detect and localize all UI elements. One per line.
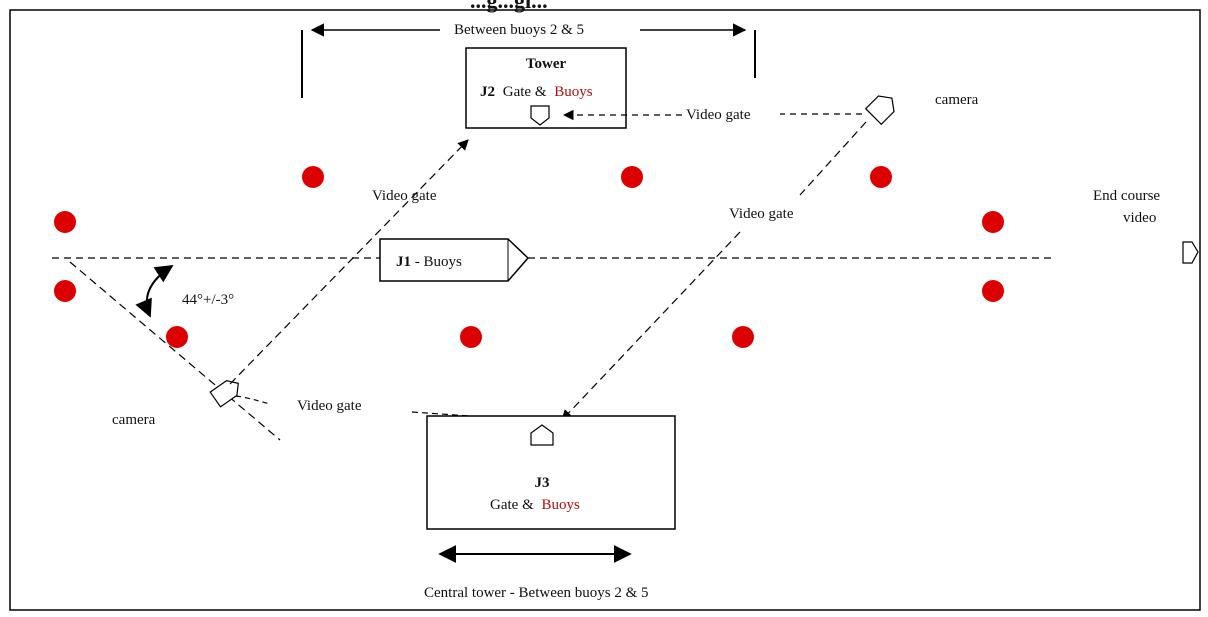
j2-buoys-text: Buoys bbox=[554, 84, 593, 100]
top-span-dimension: Between buoys 2 & 5 bbox=[301, 22, 756, 98]
buoy bbox=[982, 211, 1004, 233]
j2-id: J2 bbox=[480, 84, 495, 100]
video-gate-line-right-to-j3-b bbox=[561, 231, 741, 421]
j1-id: J1 bbox=[396, 254, 411, 270]
end-course-label-1: End course bbox=[1093, 188, 1160, 204]
left-camera-icon bbox=[209, 379, 239, 408]
buoy bbox=[54, 211, 76, 233]
svg-text:Gate & Buoys: Gate & Buoys bbox=[490, 497, 580, 513]
buoy bbox=[732, 326, 754, 348]
j1-suffix: - Buoys bbox=[415, 254, 462, 270]
j2-title: Tower bbox=[526, 56, 567, 72]
buoy bbox=[54, 280, 76, 302]
buoy bbox=[870, 166, 892, 188]
video-gate-line-right-to-j3-a bbox=[799, 121, 867, 196]
right-camera-icon bbox=[864, 95, 895, 126]
j2-tower-box: Tower J2 Gate & Buoys bbox=[465, 47, 627, 129]
end-course-camera-icon bbox=[1182, 241, 1199, 264]
buoy bbox=[302, 166, 324, 188]
left-camera-label: camera bbox=[112, 412, 156, 428]
angle-arc bbox=[135, 265, 174, 318]
j3-gate-text: Gate & bbox=[490, 497, 534, 513]
j3-camera-icon bbox=[530, 424, 554, 446]
video-gate-label-right: Video gate bbox=[729, 206, 794, 222]
video-gate-line-left-to-j2 bbox=[229, 139, 469, 385]
outer-frame bbox=[9, 9, 1201, 611]
right-camera-label: camera bbox=[935, 92, 979, 108]
video-gate-label-bottom: Video gate bbox=[297, 398, 362, 414]
video-gate-line-left-stub bbox=[235, 395, 271, 405]
j3-id: J3 bbox=[535, 475, 550, 491]
svg-text:J1 - Buoys: J1 - Buoys bbox=[396, 254, 462, 270]
video-gate-label-left: Video gate bbox=[372, 188, 437, 204]
top-span-label: Between buoys 2 & 5 bbox=[454, 22, 584, 38]
buoys bbox=[54, 166, 1004, 348]
video-gate-label-top: Video gate bbox=[686, 107, 751, 123]
buoy bbox=[166, 326, 188, 348]
j1-box: J1 - Buoys bbox=[379, 238, 530, 282]
j2-camera-icon bbox=[530, 105, 550, 126]
buoy bbox=[621, 166, 643, 188]
diagram-title-fragment: ...g...gi... bbox=[470, 0, 548, 13]
end-course-label-2: video bbox=[1123, 210, 1156, 226]
angle-label: 44°+/-3° bbox=[182, 292, 234, 308]
j3-box: J3 Gate & Buoys bbox=[426, 415, 676, 530]
buoy bbox=[982, 280, 1004, 302]
j2-gate-text: Gate & bbox=[503, 84, 547, 100]
buoy bbox=[460, 326, 482, 348]
svg-text:J2 Gate & Buoys: J2 Gate & Buoys bbox=[480, 84, 593, 100]
left-camera-sightline bbox=[69, 261, 281, 441]
j3-buoys-text: Buoys bbox=[541, 497, 580, 513]
bottom-span-label: Central tower - Between buoys 2 & 5 bbox=[424, 585, 649, 601]
